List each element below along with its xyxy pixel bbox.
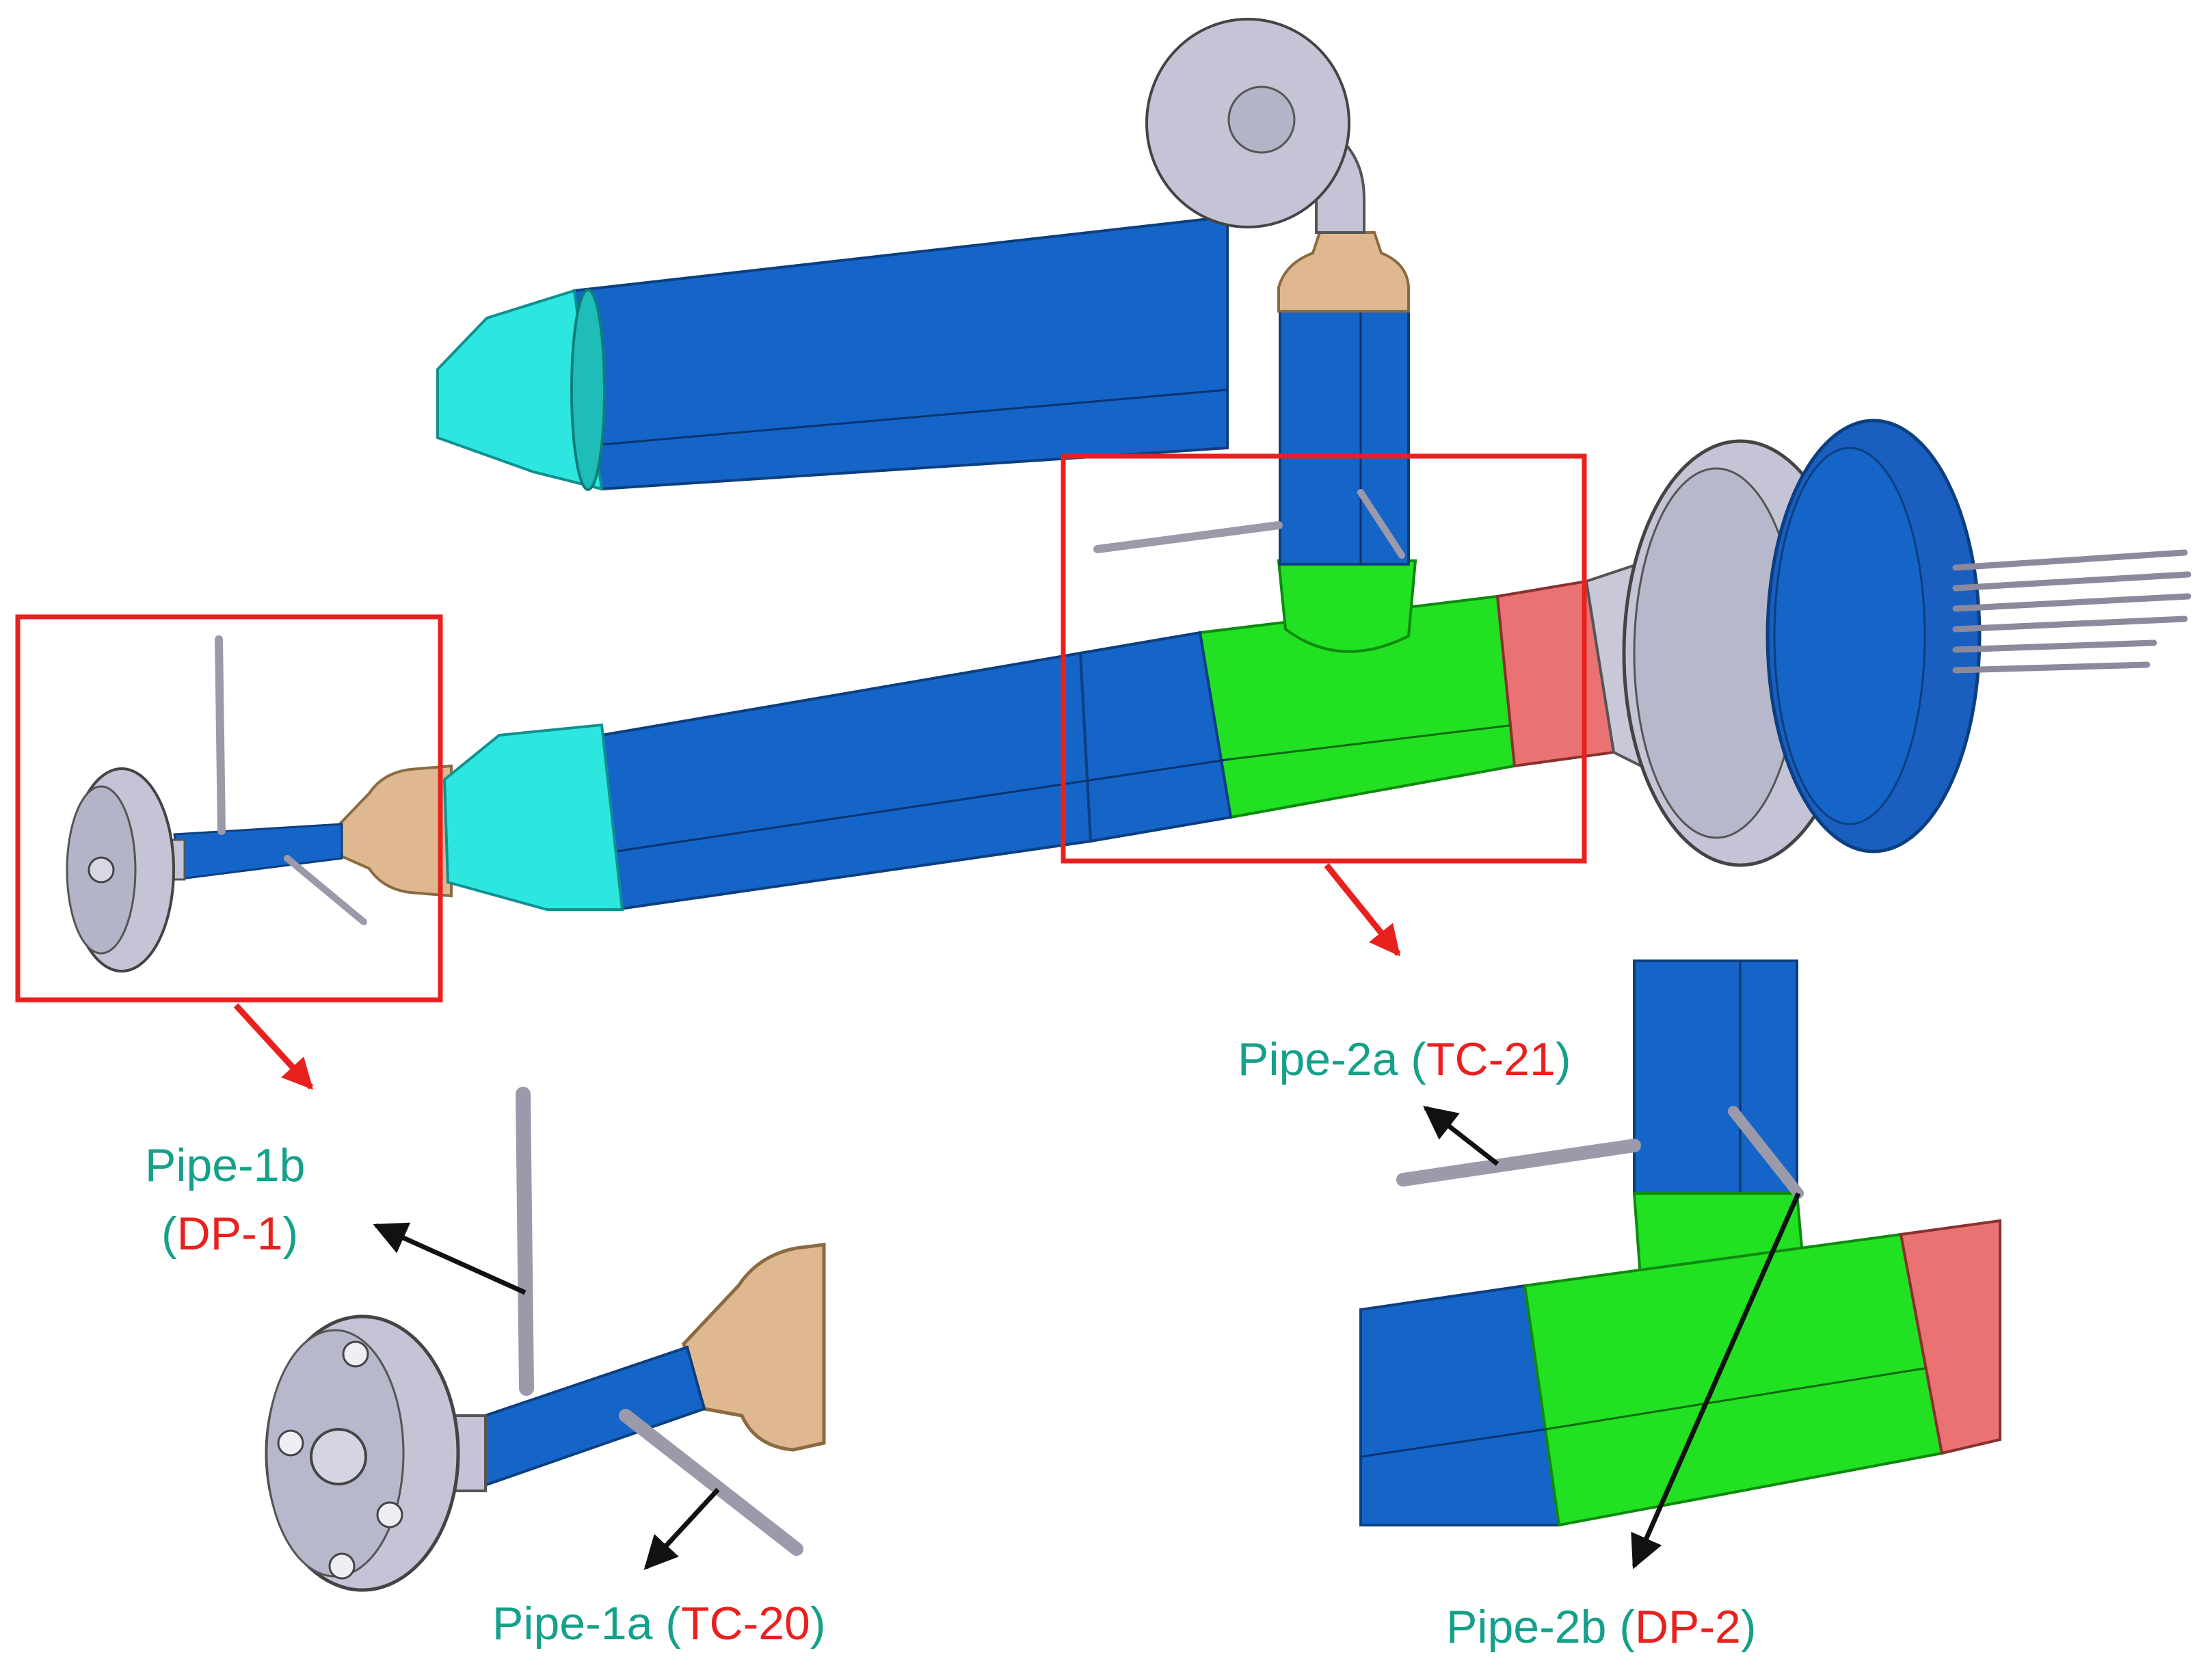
main-pipe-left-seam xyxy=(615,758,1231,853)
label-pipe-2a-close: ) xyxy=(1555,1033,1571,1085)
zoom-left-pipe xyxy=(453,1345,706,1490)
label-pipe-2a-code: TC-21 xyxy=(1426,1033,1556,1085)
green-tee-seam xyxy=(1230,724,1515,760)
label-pipe-1b-open: ( xyxy=(161,1208,177,1260)
arrow-pipe-1b xyxy=(373,1222,527,1295)
callout-box-right xyxy=(1061,453,1587,864)
zoom-right-green-run xyxy=(1523,1232,1944,1527)
arrow-pipe-2a xyxy=(1423,1105,1500,1166)
label-pipe-1a-close: ) xyxy=(810,1598,826,1650)
probe-dp1 xyxy=(215,635,226,835)
label-pipe-1b-code: (DP-1) xyxy=(161,1210,298,1257)
zoom-probe-dp2 xyxy=(1728,1106,1804,1199)
big-flange-blue-face xyxy=(1773,447,1926,825)
zoom-left xyxy=(265,1087,826,1592)
flange-left-bore xyxy=(88,856,115,884)
arrow-pipe-1a xyxy=(643,1487,720,1570)
label-pipe-2b-open: ( xyxy=(1606,1601,1635,1653)
zoom-right-salmon xyxy=(1899,1219,2001,1455)
label-pipe-1b-code-text: DP-1 xyxy=(176,1208,283,1260)
label-pipe-2b-name: Pipe-2b xyxy=(1446,1601,1607,1653)
cyan-reducer-main xyxy=(442,723,624,911)
label-pipe-2b: Pipe-2b (DP-2) xyxy=(1446,1604,1757,1650)
branch-pipe xyxy=(1279,310,1410,566)
probe-dp2 xyxy=(1357,489,1405,559)
tan-reducer-left xyxy=(333,764,453,898)
zoom-right xyxy=(1359,959,2001,1527)
arrow-pipe-2b xyxy=(1631,1192,1801,1570)
zoom-probe-tc20 xyxy=(619,1409,803,1556)
label-pipe-2b-close: ) xyxy=(1740,1601,1757,1653)
probe-tc21 xyxy=(1093,521,1283,553)
label-pipe-2a-name: Pipe-2a xyxy=(1238,1033,1398,1085)
small-pipe-left xyxy=(173,823,343,880)
cyan-reducer xyxy=(436,289,604,491)
callout-arrow-left xyxy=(233,1003,314,1090)
label-pipe-2a-open: ( xyxy=(1398,1033,1426,1085)
label-pipe-1a-name: Pipe-1a xyxy=(492,1598,653,1650)
label-pipe-1b-close: ) xyxy=(282,1208,299,1260)
main-pipe-body xyxy=(572,215,1229,491)
label-pipe-2a: Pipe-2a (TC-21) xyxy=(1238,1036,1571,1083)
zoom-left-reducer xyxy=(682,1243,826,1452)
label-pipe-2b-code: DP-2 xyxy=(1634,1601,1741,1653)
flange-top-hub xyxy=(1227,85,1296,154)
tube-bundle xyxy=(1952,549,2191,674)
label-pipe-1a: Pipe-1a (TC-20) xyxy=(492,1600,826,1647)
cyan-reducer-rim xyxy=(570,289,606,491)
callout-arrow-right xyxy=(1324,863,1401,957)
main-pipe-seam xyxy=(601,388,1228,446)
zoom-left-flange-bore xyxy=(310,1428,367,1485)
green-tee-branch xyxy=(1277,559,1417,653)
label-pipe-1b-name: Pipe-1b xyxy=(145,1139,306,1191)
probe-tc20 xyxy=(284,855,367,925)
tan-reducer-top xyxy=(1277,231,1410,313)
zoom-probe-dp1 xyxy=(516,1087,534,1396)
main-pipe-left-run xyxy=(600,651,1093,912)
label-pipe-1a-code: TC-20 xyxy=(680,1598,810,1650)
zoom-probe-tc21 xyxy=(1396,1139,1641,1187)
label-pipe-1a-open: ( xyxy=(652,1598,681,1650)
callout-box-left xyxy=(15,614,443,1003)
